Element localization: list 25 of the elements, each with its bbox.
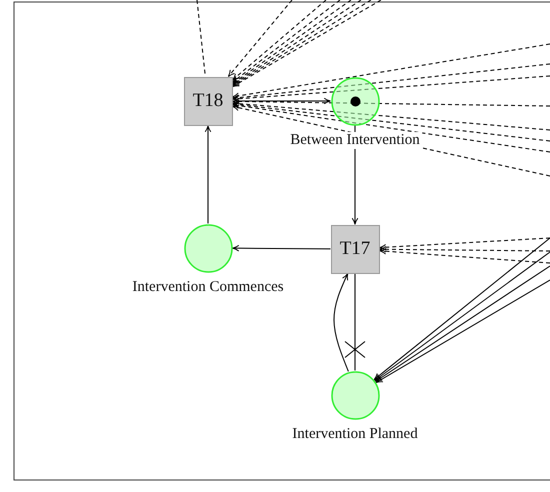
dashed-arc: [232, 100, 550, 130]
arc: [344, 273, 366, 371]
arc: [204, 125, 212, 224]
place-circle: [330, 76, 380, 126]
dashed-arc: [232, 64, 550, 101]
arc: [232, 244, 331, 252]
arc: [232, 98, 331, 104]
arc: [334, 273, 349, 372]
place-label: Between Intervention: [288, 132, 422, 148]
dashed-arc: [379, 238, 550, 251]
transition-box: [184, 76, 232, 126]
dashed-arc: [379, 246, 550, 253]
dashed-arc: [232, 98, 550, 106]
transition-label: T18: [192, 90, 224, 112]
dashed-arc: [232, 0, 326, 81]
transition-label: T17: [340, 238, 370, 260]
dashed-arc: [228, 0, 292, 77]
dashed-arc: [232, 44, 550, 100]
dashed-arc: [379, 248, 550, 264]
dashed-arc: [232, 76, 550, 102]
dashed-arc: [232, 101, 550, 142]
transition-box: [330, 224, 380, 274]
place-circle: [184, 224, 232, 272]
place-circle: [330, 370, 380, 420]
dashed-arc: [232, 102, 550, 152]
